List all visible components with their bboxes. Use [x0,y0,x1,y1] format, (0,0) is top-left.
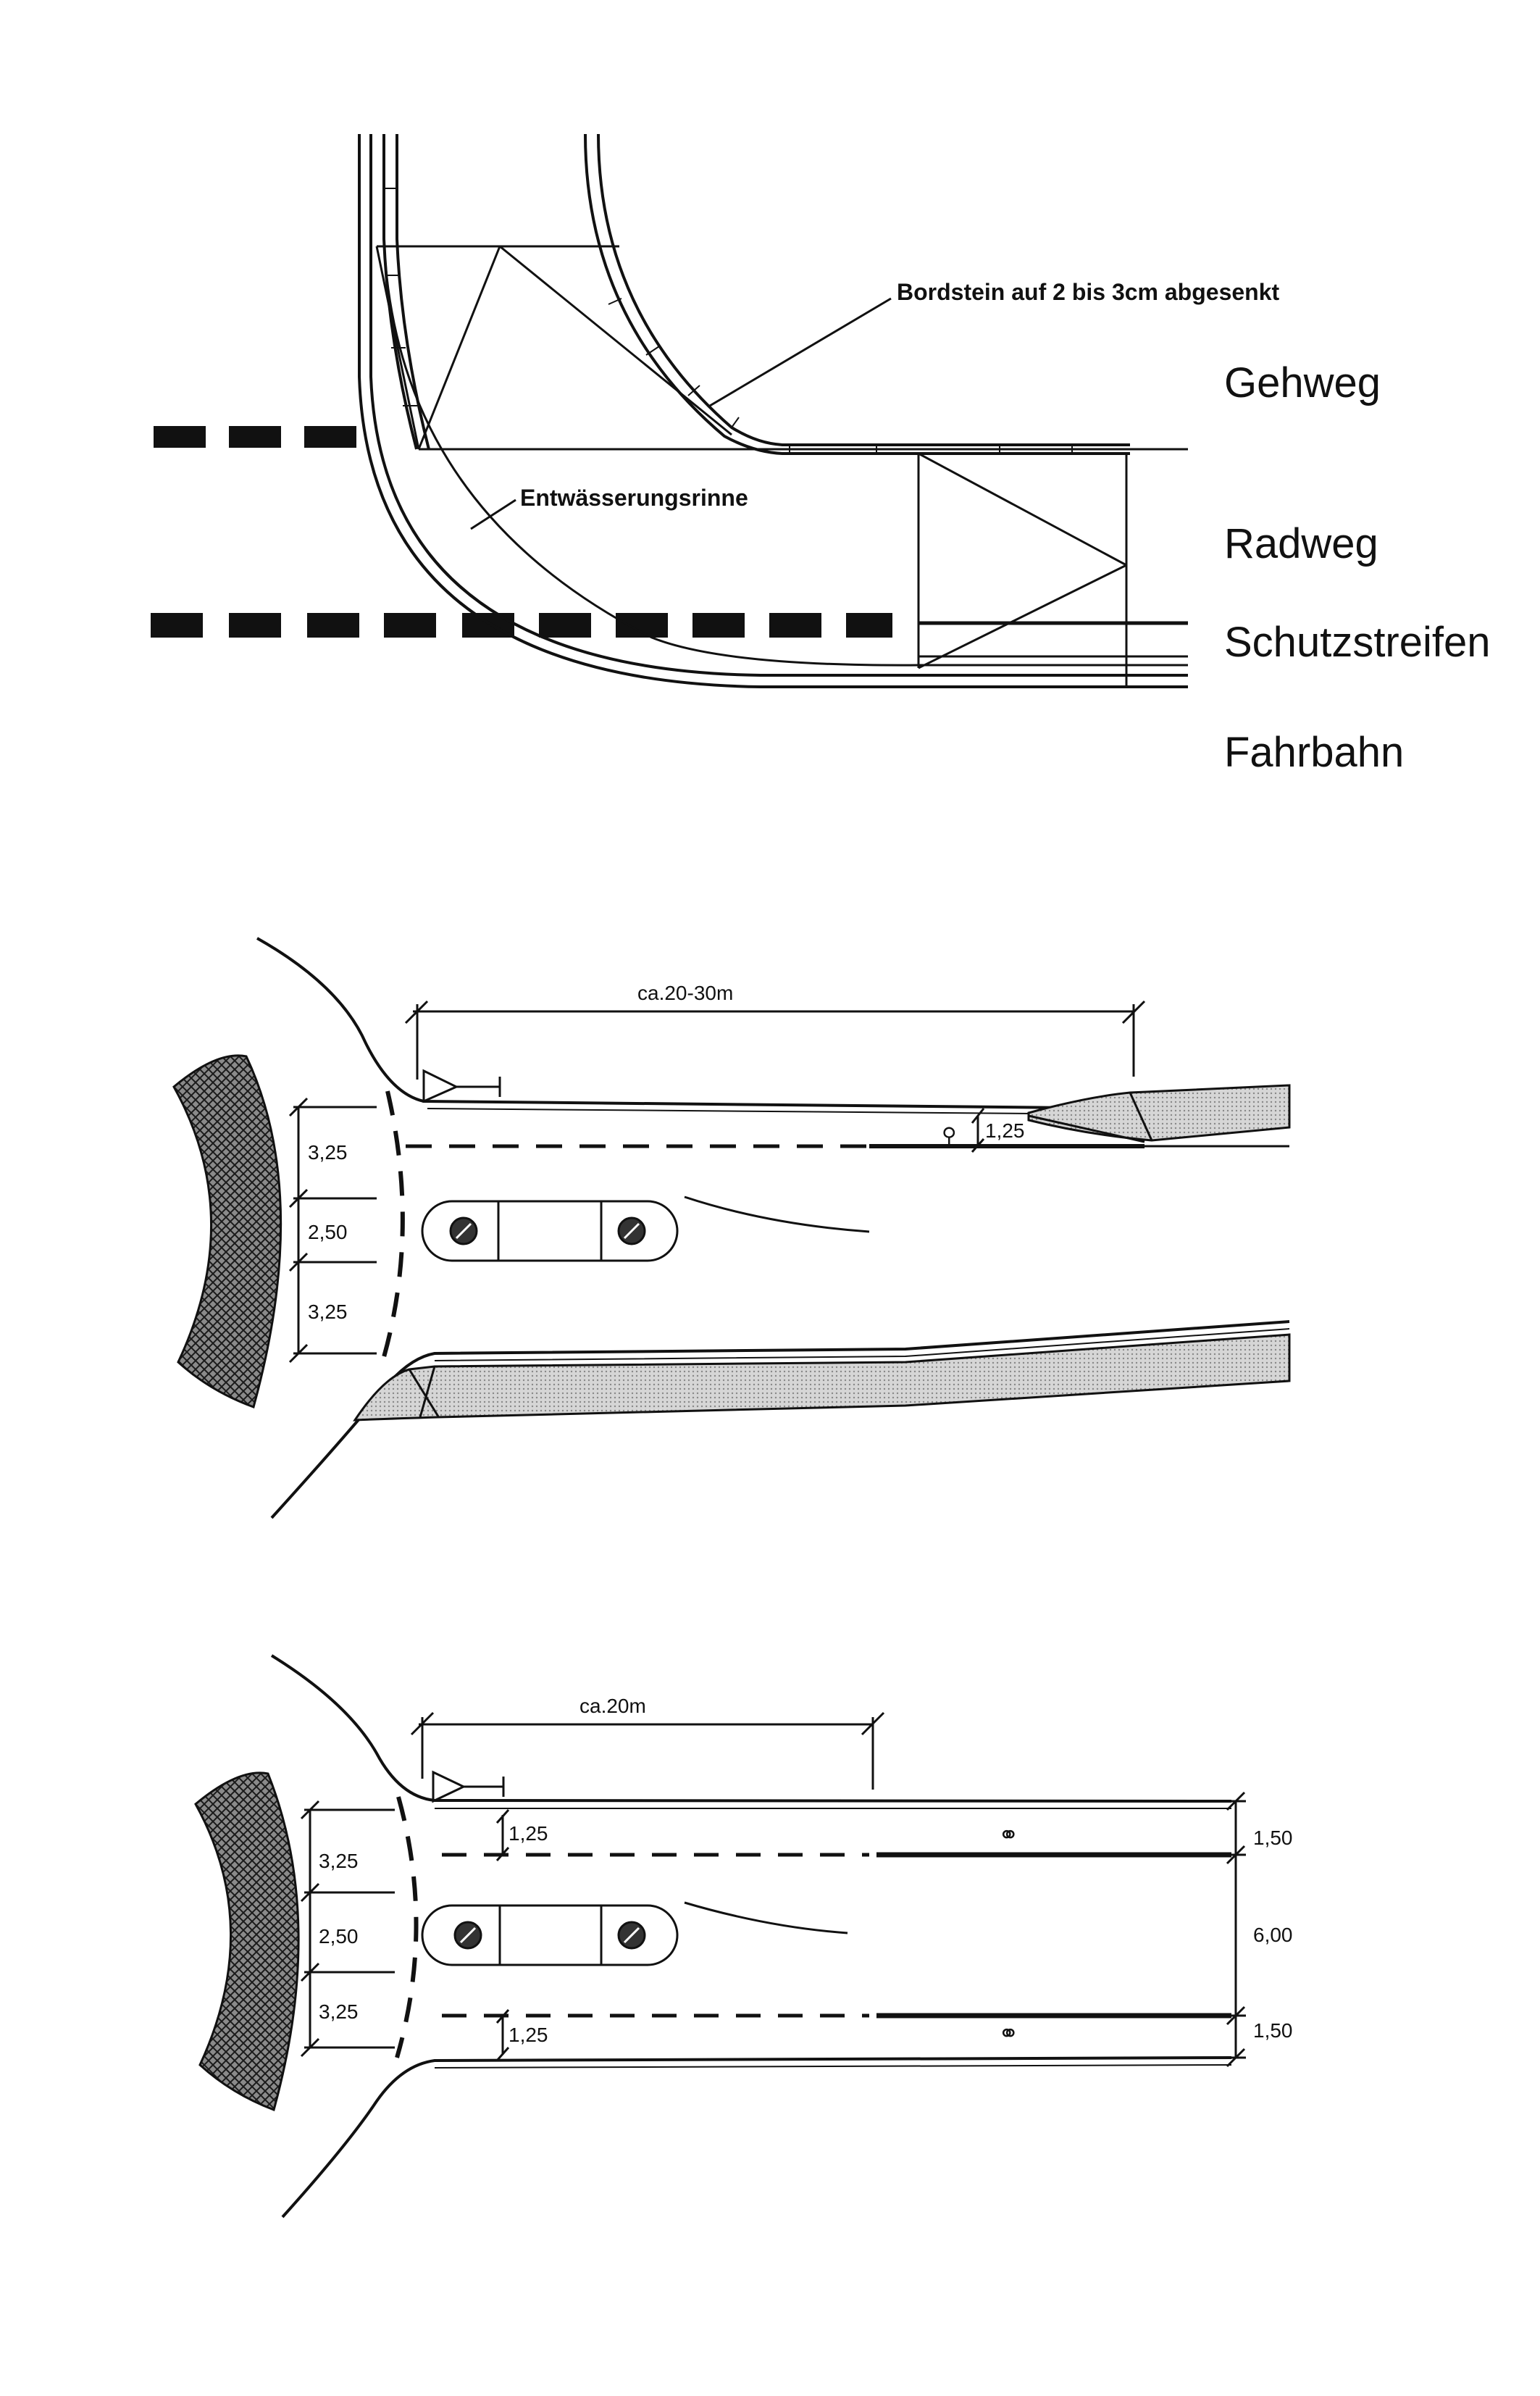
dim-distance-label: ca.20-30m [637,982,733,1004]
bike-lane-shade-lower [353,1333,1291,1422]
road-edge-outer [358,134,1188,688]
annotation-bordstein: Bordstein auf 2 bis 3cm abgesenkt [897,279,1280,305]
curb-left [382,134,418,450]
annotation-rinne: Entwässerungsrinne [520,485,748,511]
dim-distance-line-3 [419,1717,874,1790]
dim-lane-3-3: 3,25 [319,2000,359,2023]
gutter-line [382,238,921,667]
hatched-island-3 [194,1771,300,2111]
ramp-lower [917,452,1128,687]
leader-rinne [470,498,516,530]
dim-lane-3: 3,25 [308,1301,348,1323]
dim-right-2-3: 6,00 [1253,1924,1293,1946]
dim-lane-2-3: 2,50 [319,1925,359,1948]
dim-right-1-3: 1,50 [1253,1827,1293,1849]
dim-right-3 [1231,1800,1246,2059]
dim-lane-1-3: 3,25 [319,1850,359,1872]
road-edge-outer-2 [369,134,1188,677]
dim-distance-label-3: ca.20m [579,1695,646,1717]
dim-lanes-3 [304,1808,395,2049]
traffic-island-3 [421,1904,679,1966]
label-radweg: Radweg [1224,520,1378,567]
dim-bike-width-top-3: 1,25 [509,1822,548,1845]
ramp-upper [375,245,1188,451]
dim-bike-width-bottom-3: 1,25 [509,2024,548,2046]
label-gehweg: Gehweg [1224,359,1381,406]
label-fahrbahn: Fahrbahn [1224,729,1404,776]
traffic-island [421,1200,679,1262]
leader-bordstein [709,297,892,407]
label-schutzstreifen: Schutzstreifen [1224,619,1491,666]
dim-lanes [293,1106,377,1355]
yield-marking-top [422,1069,501,1103]
road-edge-upper [256,937,1290,1111]
bike-symbol-top-3: ⚭ [998,1821,1019,1850]
stop-line [380,1090,405,1363]
dim-right-3-3: 1,50 [1253,2019,1293,2042]
diagram-3-intersection: ⚭ ⚭ [194,1654,1246,2218]
stop-line-3 [395,1796,419,2058]
hatched-island [172,1054,283,1408]
diagram-2-intersection: ⚲ [172,937,1291,1519]
dim-bike-width: 1,25 [985,1119,1025,1142]
road-edge-upper-3 [270,1654,1232,1803]
dashed-marking-upper [154,426,356,448]
yield-marking-top-3 [432,1770,505,1803]
bike-lane-shade-upper [1027,1084,1291,1142]
dim-lane-2: 2,50 [308,1221,348,1243]
dashed-marking-lower [151,613,892,638]
bike-symbol-bottom-3: ⚭ [998,2019,1019,2048]
road-edge-lower-3 [281,2056,1232,2218]
dim-lane-1: 3,25 [308,1141,348,1164]
dim-distance-line [413,1004,1135,1080]
diagram-1-curb-corner [151,133,1188,688]
bike-symbol-top: ⚲ [942,1123,957,1147]
